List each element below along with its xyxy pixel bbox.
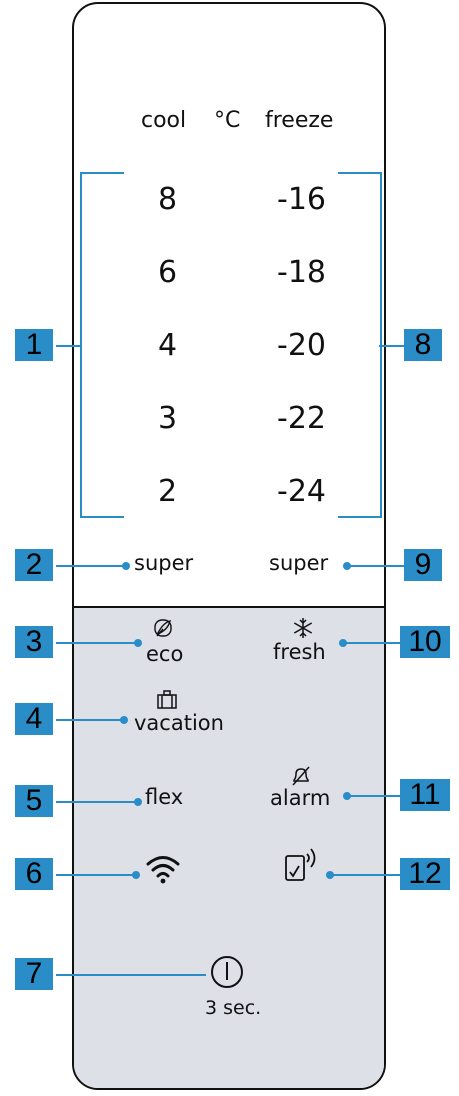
- unit-header: °C: [214, 108, 241, 133]
- leader-line: [346, 642, 404, 644]
- leader-line: [56, 642, 136, 644]
- freeze-temp[interactable]: -22: [277, 401, 326, 436]
- leader-line: [56, 801, 136, 803]
- alarm-button[interactable]: alarm: [270, 786, 331, 810]
- cool-temp[interactable]: 4: [158, 328, 178, 363]
- leader-line: [56, 719, 124, 721]
- callout-12: 12: [400, 858, 450, 890]
- leader-dot: [339, 639, 347, 647]
- leader-dot: [326, 871, 334, 879]
- vacation-button[interactable]: vacation: [134, 711, 224, 735]
- super-freeze-button[interactable]: super: [269, 551, 329, 575]
- super-cool-button[interactable]: super: [134, 551, 194, 575]
- leader-dot: [343, 562, 351, 570]
- leader-dot: [122, 562, 130, 570]
- leader-line: [56, 565, 124, 567]
- callout-9: 9: [404, 549, 442, 581]
- power-hold-label: 3 sec.: [205, 997, 262, 1019]
- leader-dot: [134, 798, 142, 806]
- callout-1: 1: [15, 329, 53, 361]
- control-panel: [72, 2, 386, 1090]
- leader-line: [379, 345, 404, 347]
- flex-button[interactable]: flex: [145, 785, 184, 809]
- leader-line: [56, 874, 136, 876]
- leaf-icon: [154, 619, 172, 637]
- power-icon[interactable]: [210, 955, 244, 989]
- leader-dot: [134, 639, 142, 647]
- wifi-icon[interactable]: [145, 852, 181, 884]
- freeze-temp[interactable]: -24: [277, 474, 326, 509]
- leader-dot: [132, 871, 140, 879]
- callout-10: 10: [400, 626, 450, 658]
- freeze-temp[interactable]: -16: [277, 182, 326, 217]
- suitcase-icon: [157, 690, 177, 709]
- leader-dot: [343, 792, 351, 800]
- eco-button[interactable]: eco: [146, 642, 184, 666]
- leader-line: [56, 345, 82, 347]
- freeze-temp[interactable]: -20: [277, 328, 326, 363]
- callout-3: 3: [15, 626, 53, 658]
- snowflake-icon: [293, 618, 313, 638]
- callout-4: 4: [15, 703, 53, 735]
- freeze-temp[interactable]: -18: [277, 255, 326, 290]
- leader-line: [350, 795, 404, 797]
- leader-dot: [120, 716, 128, 724]
- leader-line: [330, 874, 404, 876]
- fresh-button[interactable]: fresh: [273, 640, 326, 664]
- cool-bracket: [80, 172, 124, 518]
- leader-line: [350, 565, 404, 567]
- cool-temp[interactable]: 2: [158, 474, 178, 509]
- panel-lower-section: [74, 606, 384, 1088]
- freeze-header: freeze: [265, 108, 334, 133]
- leader-line: [56, 974, 206, 976]
- callout-8: 8: [404, 329, 442, 361]
- phone-signal-icon[interactable]: [283, 846, 323, 884]
- cool-temp[interactable]: 8: [158, 182, 178, 217]
- callout-7: 7: [15, 958, 53, 990]
- callout-6: 6: [15, 858, 53, 890]
- callout-2: 2: [15, 549, 53, 581]
- bell-off-icon: [292, 766, 310, 786]
- callout-11: 11: [400, 779, 450, 811]
- cool-temp[interactable]: 3: [158, 401, 178, 436]
- cool-header: cool: [141, 108, 187, 133]
- callout-5: 5: [15, 785, 53, 817]
- freeze-bracket: [338, 172, 382, 518]
- cool-temp[interactable]: 6: [158, 255, 178, 290]
